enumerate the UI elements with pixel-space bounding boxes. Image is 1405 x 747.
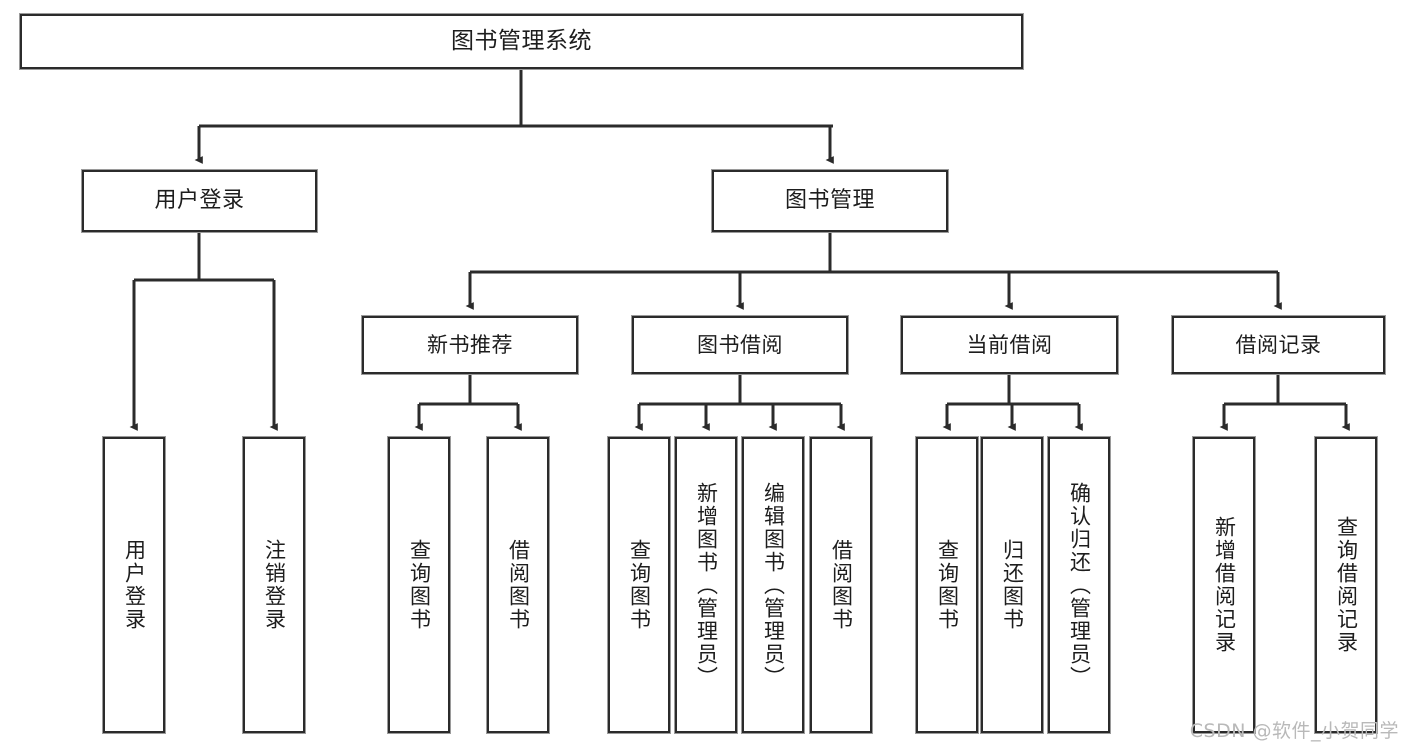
node-current-borrow-label: 当前借阅 — [966, 332, 1053, 357]
node-leaf-borrow-book-1[interactable]: 借阅图书 — [487, 437, 549, 733]
node-leaf-query-record-label: 查询借阅记录 — [1334, 516, 1359, 654]
node-new-book-recommend-label: 新书推荐 — [427, 332, 513, 357]
node-leaf-query-book-1-label: 查询图书 — [407, 539, 432, 631]
node-leaf-add-book[interactable]: 新增图书（管理员） — [675, 437, 737, 733]
node-leaf-logout[interactable]: 注销登录 — [243, 437, 305, 733]
node-leaf-return-book[interactable]: 归还图书 — [981, 437, 1043, 733]
node-leaf-query-book-3[interactable]: 查询图书 — [916, 437, 978, 733]
node-leaf-query-record[interactable]: 查询借阅记录 — [1315, 437, 1377, 733]
node-leaf-query-book-3-label: 查询图书 — [935, 539, 960, 631]
node-leaf-borrow-book-2[interactable]: 借阅图书 — [810, 437, 872, 733]
node-leaf-edit-book[interactable]: 编辑图书（管理员） — [742, 437, 804, 733]
node-book-management-label: 图书管理 — [784, 188, 875, 214]
node-new-book-recommend[interactable]: 新书推荐 — [362, 316, 578, 374]
watermark-text: CSDN @软件_小贺同学 — [1189, 720, 1399, 742]
node-leaf-query-book-1[interactable]: 查询图书 — [388, 437, 450, 733]
node-leaf-user-login-label: 用户登录 — [122, 539, 147, 631]
node-leaf-logout-label: 注销登录 — [262, 539, 287, 631]
node-book-borrow-label: 图书借阅 — [697, 332, 783, 357]
node-leaf-borrow-book-2-label: 借阅图书 — [829, 539, 854, 631]
node-leaf-return-book-label: 归还图书 — [1000, 539, 1025, 631]
node-user-login[interactable]: 用户登录 — [82, 170, 317, 232]
node-current-borrow[interactable]: 当前借阅 — [901, 316, 1118, 374]
node-root-label: 图书管理系统 — [451, 28, 592, 55]
node-leaf-add-record-label: 新增借阅记录 — [1212, 516, 1237, 654]
node-leaf-edit-book-label: 编辑图书（管理员） — [761, 481, 786, 689]
node-leaf-query-book-2-label: 查询图书 — [627, 539, 652, 631]
node-user-login-label: 用户登录 — [154, 188, 245, 214]
node-root[interactable]: 图书管理系统 — [20, 14, 1023, 69]
node-leaf-confirm-return-label: 确认归还（管理员） — [1067, 481, 1092, 689]
node-borrow-record-label: 借阅记录 — [1235, 332, 1322, 357]
node-leaf-query-book-2[interactable]: 查询图书 — [608, 437, 670, 733]
node-leaf-borrow-book-1-label: 借阅图书 — [506, 539, 531, 631]
node-leaf-add-record[interactable]: 新增借阅记录 — [1193, 437, 1255, 733]
node-leaf-user-login[interactable]: 用户登录 — [103, 437, 165, 733]
node-book-borrow[interactable]: 图书借阅 — [632, 316, 848, 374]
node-leaf-confirm-return[interactable]: 确认归还（管理员） — [1048, 437, 1110, 733]
node-leaf-add-book-label: 新增图书（管理员） — [694, 481, 719, 689]
node-borrow-record[interactable]: 借阅记录 — [1172, 316, 1385, 374]
node-book-management[interactable]: 图书管理 — [712, 170, 948, 232]
